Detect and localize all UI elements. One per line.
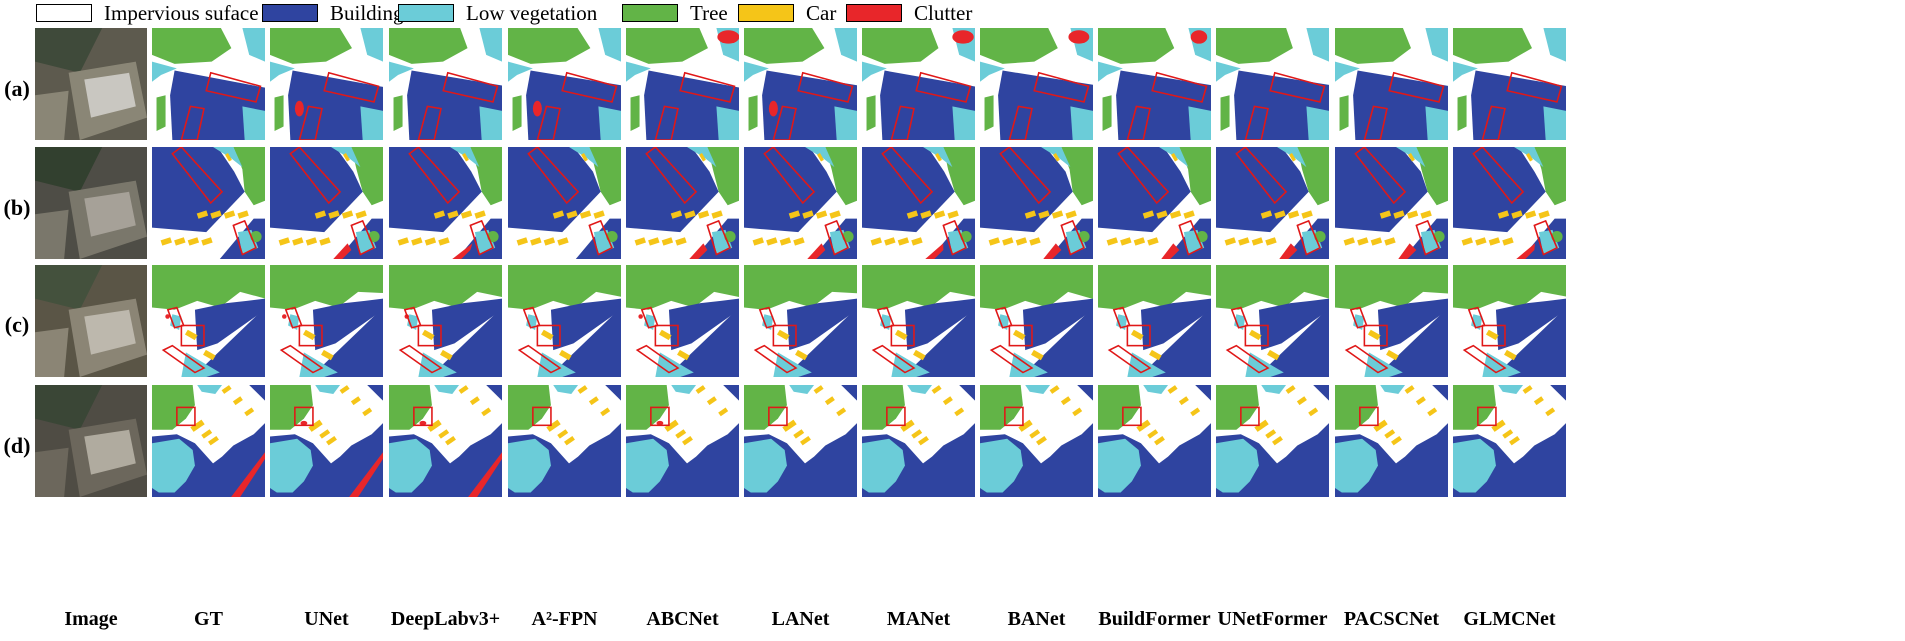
- column-label: MANet: [886, 608, 951, 630]
- legend-label: Building: [330, 0, 404, 25]
- segmentation-tile-d-8: [980, 385, 1093, 497]
- column-label: BANet: [1007, 608, 1066, 630]
- aerial-image-a: [35, 28, 147, 140]
- segmentation-tile-d-12: [1453, 385, 1566, 497]
- segmentation-tile-c-10: [1216, 265, 1329, 377]
- segmentation-tile-d-10: [1216, 385, 1329, 497]
- segmentation-tile-c-7: [862, 265, 975, 377]
- segmentation-tile-a-3: [389, 28, 502, 140]
- segmentation-tile-d-9: [1098, 385, 1211, 497]
- segmentation-tile-d-6: [744, 385, 857, 497]
- aerial-image-d: [35, 385, 147, 497]
- segmentation-tile-b-6: [744, 147, 857, 259]
- row-label-a: (a): [4, 76, 30, 101]
- segmentation-tile-c-5: [626, 265, 739, 377]
- segmentation-tile-b-3: [389, 147, 502, 259]
- column-label: UNetFormer: [1217, 608, 1328, 630]
- row-label-d: (d): [3, 433, 31, 458]
- segmentation-tile-a-12: [1453, 28, 1566, 140]
- segmentation-tile-a-11: [1335, 28, 1448, 140]
- segmentation-tile-d-2: [270, 385, 383, 497]
- segmentation-tile-c-2: [270, 265, 383, 377]
- legend-label: Tree: [690, 0, 728, 25]
- segmentation-tile-b-10: [1216, 147, 1329, 259]
- legend-swatch: [398, 4, 454, 22]
- segmentation-tile-c-12: [1453, 265, 1566, 377]
- column-label: UNet: [304, 608, 349, 630]
- legend-swatch: [846, 4, 902, 22]
- column-label: LANet: [771, 608, 830, 630]
- column-label: BuildFormer: [1098, 608, 1211, 630]
- legend-swatch: [622, 4, 678, 22]
- segmentation-tile-c-1: [152, 265, 265, 377]
- column-label: Image: [64, 608, 118, 630]
- segmentation-tile-c-6: [744, 265, 857, 377]
- column-label: DeepLabv3+: [390, 608, 501, 630]
- legend-label: Impervious suface: [104, 0, 259, 25]
- segmentation-tile-a-4: [508, 28, 621, 140]
- legend-label: Car: [806, 0, 837, 25]
- legend-swatch: [36, 4, 92, 22]
- legend-item-building: Building: [262, 2, 404, 24]
- column-label: A²-FPN: [531, 608, 598, 630]
- segmentation-tile-b-1: [152, 147, 265, 259]
- segmentation-tile-a-6: [744, 28, 857, 140]
- segmentation-tile-b-9: [1098, 147, 1211, 259]
- legend-label: Low vegetation: [466, 0, 598, 25]
- segmentation-tile-a-1: [152, 28, 265, 140]
- segmentation-tile-a-5: [626, 28, 739, 140]
- legend-label: Clutter: [914, 0, 973, 25]
- legend: Impervious suface Building Low vegetatio…: [0, 0, 1905, 26]
- segmentation-tile-a-10: [1216, 28, 1329, 140]
- segmentation-tile-a-9: [1098, 28, 1211, 140]
- segmentation-tile-d-11: [1335, 385, 1448, 497]
- segmentation-tile-d-1: [152, 385, 265, 497]
- legend-item-low-vegetation: Low vegetation: [398, 2, 597, 24]
- column-label: GLMCNet: [1463, 608, 1556, 630]
- legend-item-tree: Tree: [622, 2, 728, 24]
- segmentation-tile-a-2: [270, 28, 383, 140]
- segmentation-tile-b-11: [1335, 147, 1448, 259]
- segmentation-tile-c-8: [980, 265, 1093, 377]
- legend-swatch: [262, 4, 318, 22]
- segmentation-tile-b-2: [270, 147, 383, 259]
- segmentation-tile-c-11: [1335, 265, 1448, 377]
- column-label: PACSCNet: [1343, 608, 1440, 630]
- segmentation-tile-b-12: [1453, 147, 1566, 259]
- segmentation-tile-d-4: [508, 385, 621, 497]
- legend-item-impervious: Impervious suface: [36, 2, 259, 24]
- row-label-b: (b): [3, 195, 31, 220]
- column-label: GT: [194, 608, 223, 630]
- column-label: ABCNet: [646, 608, 719, 630]
- row-label-c: (c): [4, 312, 30, 337]
- segmentation-tile-b-7: [862, 147, 975, 259]
- segmentation-tile-c-3: [389, 265, 502, 377]
- legend-swatch: [738, 4, 794, 22]
- aerial-image-c: [35, 265, 147, 377]
- segmentation-tile-d-7: [862, 385, 975, 497]
- segmentation-tile-b-5: [626, 147, 739, 259]
- segmentation-tile-b-8: [980, 147, 1093, 259]
- legend-item-car: Car: [738, 2, 836, 24]
- segmentation-tile-c-4: [508, 265, 621, 377]
- segmentation-tile-c-9: [1098, 265, 1211, 377]
- segmentation-tile-d-5: [626, 385, 739, 497]
- aerial-image-b: [35, 147, 147, 259]
- segmentation-tile-a-8: [980, 28, 1093, 140]
- legend-item-clutter: Clutter: [846, 2, 972, 24]
- segmentation-tile-a-7: [862, 28, 975, 140]
- segmentation-tile-d-3: [389, 385, 502, 497]
- segmentation-tile-b-4: [508, 147, 621, 259]
